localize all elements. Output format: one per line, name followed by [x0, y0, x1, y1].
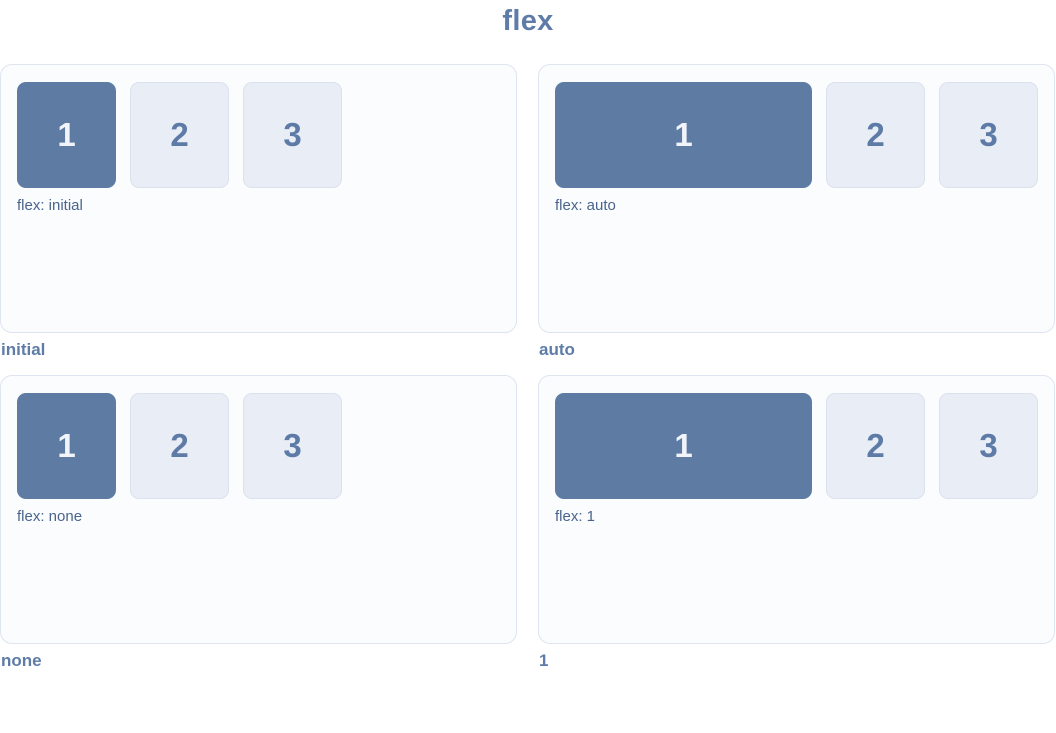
demo-panel-none: 1 2 3 flex: none: [0, 375, 517, 644]
page-title: flex: [502, 5, 554, 37]
flex-item-3: 3: [939, 393, 1038, 499]
flex-item-1: 1: [17, 82, 116, 188]
demo-cell-auto: 1 2 3 flex: auto auto: [538, 64, 1055, 360]
panel-caption: auto: [539, 340, 575, 359]
rule-label: flex: auto: [555, 197, 616, 214]
flex-item-3: 3: [939, 82, 1038, 188]
demo-grid: 1 2 3 flex: initial initial 1 2 3 flex: …: [0, 64, 1056, 671]
panel-caption: initial: [1, 340, 46, 359]
rule-label: flex: initial: [17, 197, 83, 214]
flex-item-1: 1: [555, 82, 812, 188]
flex-item-3: 3: [243, 393, 342, 499]
flex-item-3: 3: [243, 82, 342, 188]
flex-item-2: 2: [130, 393, 229, 499]
panel-caption: 1: [539, 651, 549, 670]
flex-item-1: 1: [17, 393, 116, 499]
demo-cell-initial: 1 2 3 flex: initial initial: [0, 64, 517, 360]
panel-caption: none: [1, 651, 42, 670]
flex-container: 1 2 3: [17, 393, 500, 499]
flex-item-2: 2: [130, 82, 229, 188]
flex-item-2: 2: [826, 82, 925, 188]
demo-cell-none: 1 2 3 flex: none none: [0, 375, 517, 671]
demo-cell-1: 1 2 3 flex: 1 1: [538, 375, 1055, 671]
demo-panel-1: 1 2 3 flex: 1: [538, 375, 1055, 644]
flex-container: 1 2 3: [555, 82, 1038, 188]
demo-panel-initial: 1 2 3 flex: initial: [0, 64, 517, 333]
demo-panel-auto: 1 2 3 flex: auto: [538, 64, 1055, 333]
rule-label: flex: 1: [555, 508, 596, 525]
flex-container: 1 2 3: [17, 82, 500, 188]
rule-label: flex: none: [17, 508, 83, 525]
flex-item-1: 1: [555, 393, 812, 499]
flex-container: 1 2 3: [555, 393, 1038, 499]
flex-item-2: 2: [826, 393, 925, 499]
